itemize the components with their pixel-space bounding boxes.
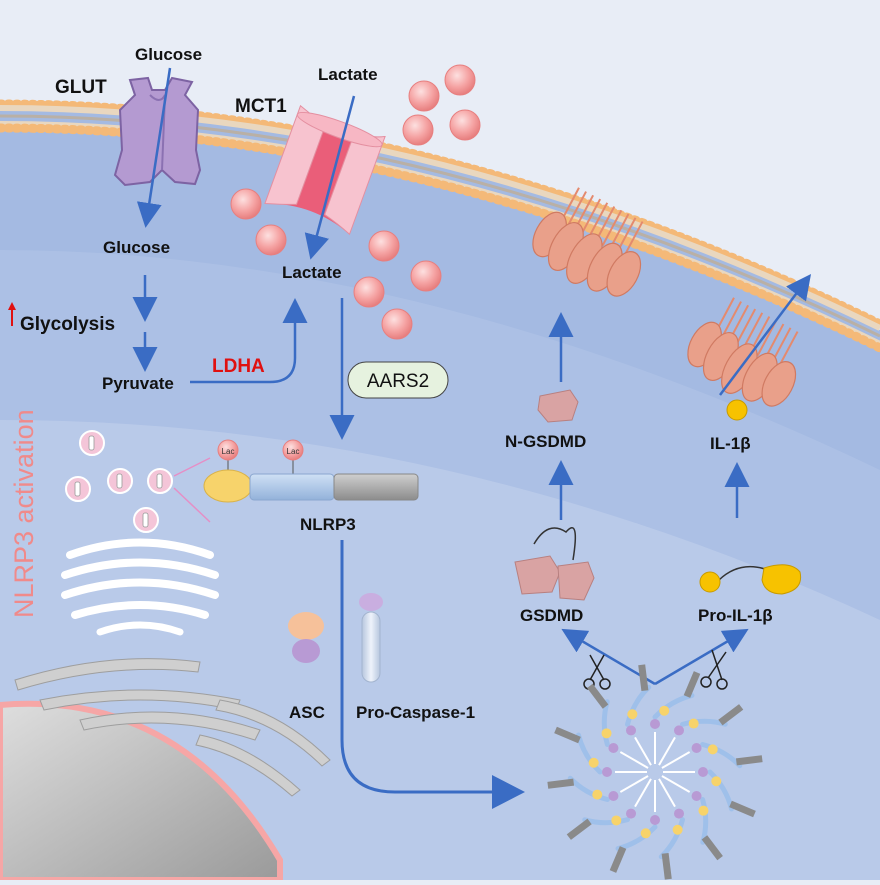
mct1-transporter bbox=[264, 104, 386, 236]
lactate-out-label: Lactate bbox=[318, 65, 378, 84]
pyruvate-label: Pyruvate bbox=[102, 374, 174, 393]
nlrp3-label: NLRP3 bbox=[300, 515, 356, 534]
il1b-label: IL-1β bbox=[710, 434, 751, 453]
gsdmd-pore-lower bbox=[687, 297, 799, 407]
endoplasmic-reticulum bbox=[14, 658, 331, 797]
asc-label: ASC bbox=[289, 703, 325, 722]
gsdmd-label: GSDMD bbox=[520, 606, 583, 625]
mct1-label: MCT1 bbox=[235, 96, 287, 117]
n-gsdmd-fragment bbox=[537, 389, 579, 423]
nlrp3-protein bbox=[203, 439, 419, 503]
aars2-label: AARS2 bbox=[367, 371, 429, 392]
glucose-in-label: Glucose bbox=[103, 238, 170, 257]
golgi-apparatus bbox=[61, 538, 219, 636]
pathway-arrows bbox=[132, 67, 812, 686]
glucose-out-label: Glucose bbox=[135, 45, 202, 64]
glycolysis-label: Glycolysis bbox=[20, 314, 115, 335]
nlrp3-activation-label: NLRP3 activation bbox=[9, 409, 39, 618]
pro-il1b-molecule bbox=[699, 564, 802, 595]
lac-tag-1: Lac bbox=[222, 447, 235, 456]
inflammasome-complex bbox=[547, 664, 763, 880]
scissors-icon-right bbox=[700, 649, 728, 690]
pro-caspase1-protein bbox=[359, 593, 383, 683]
lac-tag-2: Lac bbox=[287, 447, 300, 456]
asc-protein bbox=[288, 612, 324, 663]
pro-il1b-label: Pro-IL-1β bbox=[698, 606, 773, 625]
lactate-molecules bbox=[230, 64, 481, 340]
nlrp3-to-inflammasome-arrow bbox=[340, 540, 525, 809]
gsdmd-pore-upper bbox=[532, 187, 644, 297]
pro-caspase1-label: Pro-Caspase-1 bbox=[356, 703, 475, 722]
n-gsdmd-label: N-GSDMD bbox=[505, 432, 586, 451]
vesicles bbox=[65, 430, 211, 533]
glut-label: GLUT bbox=[55, 77, 107, 98]
gsdmd-protein bbox=[514, 527, 595, 601]
il1b-molecule bbox=[726, 399, 748, 421]
aars2-badge bbox=[347, 361, 449, 399]
lactate-in-label: Lactate bbox=[282, 263, 342, 282]
ldha-label: LDHA bbox=[212, 356, 265, 377]
